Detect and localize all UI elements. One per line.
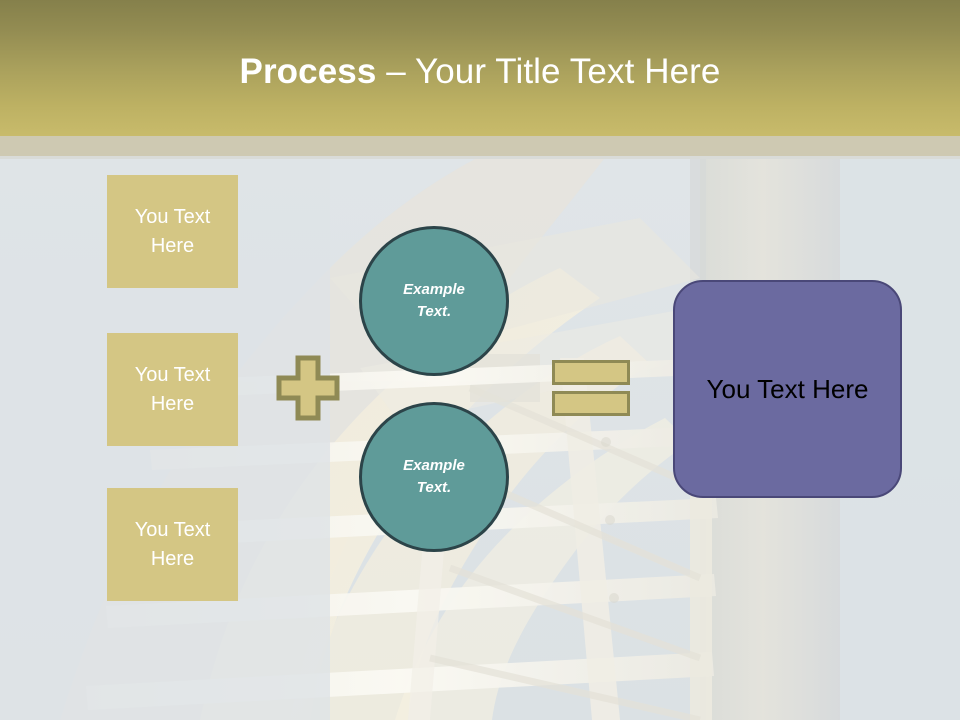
input-box-3-line2: Here xyxy=(150,547,195,570)
slide-header-underband-edge xyxy=(0,156,960,159)
input-box-2-line2: Here xyxy=(150,392,195,415)
input-box-1-line2: Here xyxy=(150,234,195,257)
result-box[interactable]: You Text Here xyxy=(673,280,902,498)
equals-icon xyxy=(552,360,630,416)
example-circle-2[interactable]: Example Text. xyxy=(359,402,509,552)
example-circle-1-line2: Text. xyxy=(416,303,452,320)
example-circle-2-line1: Example xyxy=(403,457,465,474)
equals-bar-bottom xyxy=(552,391,630,416)
example-circle-1-line1: Example xyxy=(403,281,465,298)
input-box-2[interactable]: You Text Here xyxy=(107,333,238,446)
example-circle-1[interactable]: Example Text. xyxy=(359,226,509,376)
page-title-rest: – Your Title Text Here xyxy=(376,52,721,91)
plus-icon xyxy=(276,355,340,421)
page-title-bold: Process xyxy=(239,52,377,91)
input-box-3-text: You Text Here xyxy=(135,516,211,574)
equals-bar-top xyxy=(552,360,630,385)
input-box-3[interactable]: You Text Here xyxy=(107,488,238,601)
input-box-2-text: You Text Here xyxy=(135,361,211,419)
input-box-1[interactable]: You Text Here xyxy=(107,175,238,288)
input-box-2-line1: You Text xyxy=(134,363,211,386)
slide-header-band xyxy=(0,0,960,136)
input-box-1-text: You Text Here xyxy=(135,203,211,261)
result-box-label: You Text Here xyxy=(706,374,869,404)
slide-header-underband xyxy=(0,136,960,158)
example-circle-2-line2: Text. xyxy=(416,479,452,496)
input-box-1-line1: You Text xyxy=(134,205,211,228)
page-title: Process – Your Title Text Here xyxy=(0,50,960,94)
input-box-3-line1: You Text xyxy=(134,518,211,541)
